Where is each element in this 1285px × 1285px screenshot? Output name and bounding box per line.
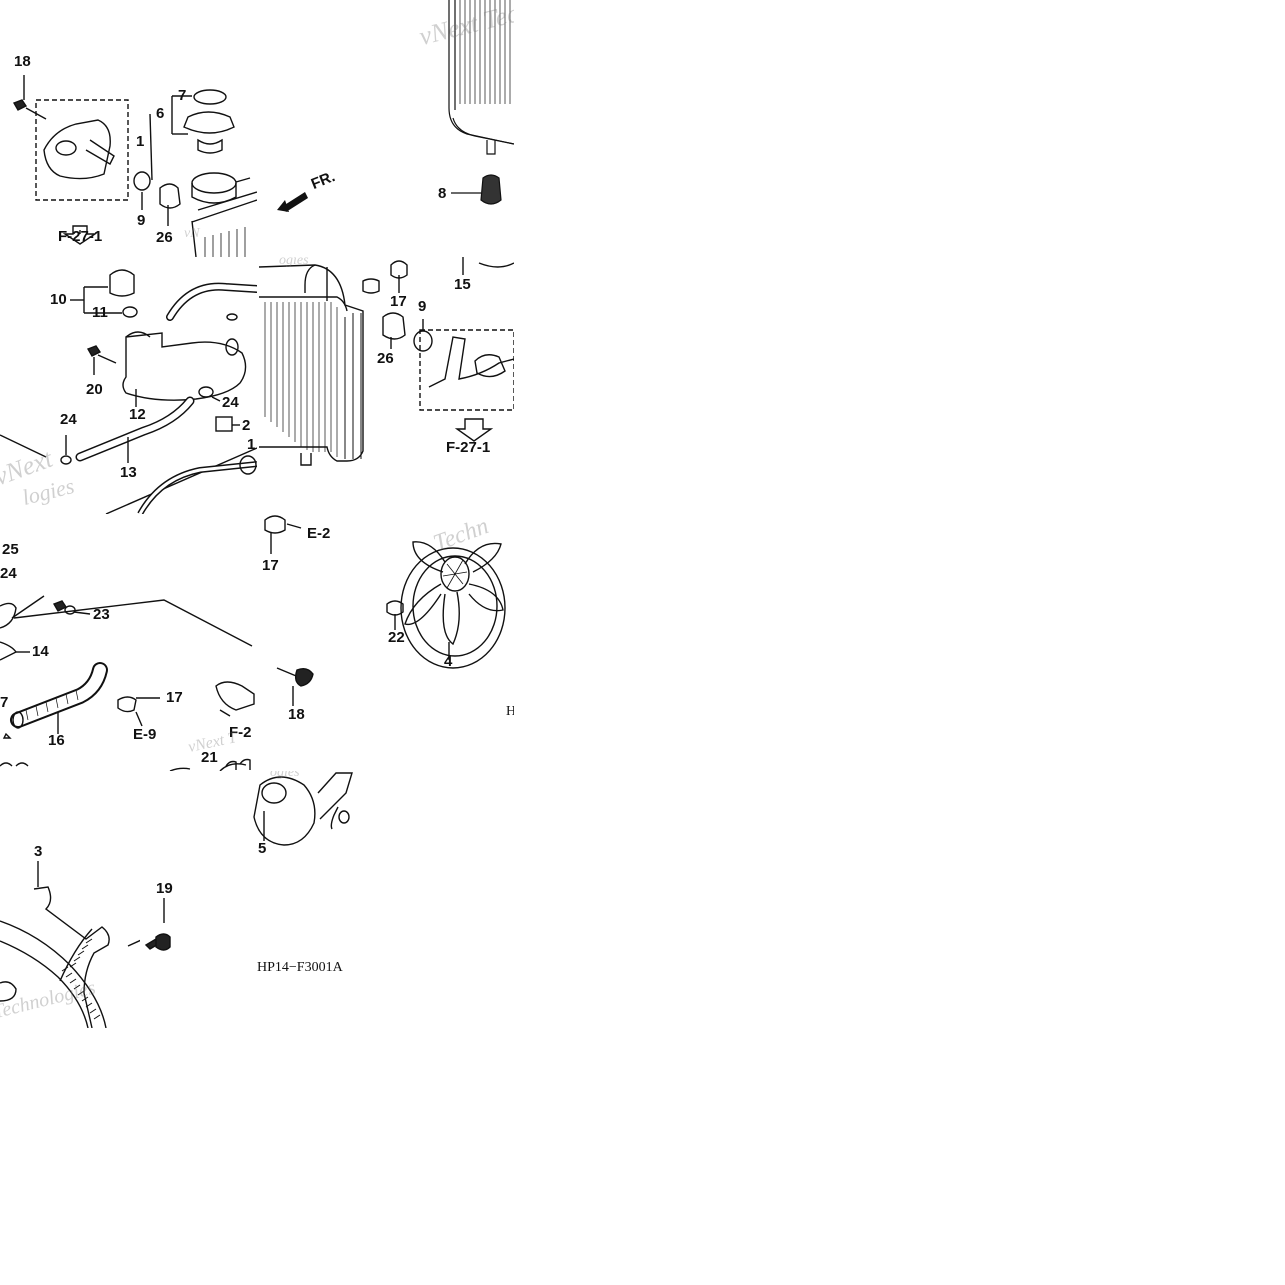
- tile-g-art: [0, 595, 255, 771]
- tile-h-art: [264, 515, 506, 706]
- callout-11: 11: [92, 304, 108, 321]
- tile-a: 18 7 6 1 9 26 F-27-1 vN: [0, 0, 257, 257]
- callout-20: 20: [86, 381, 103, 398]
- callout-14: 14: [32, 643, 49, 660]
- callout-3: 3: [34, 843, 43, 860]
- callout-15: 15: [454, 276, 471, 293]
- callout-7: 7: [178, 87, 187, 104]
- callout-25: 25: [2, 541, 19, 558]
- tile-k: 5 19 HP14−F3001A ogies: [140, 771, 390, 991]
- callout-22: 22: [388, 629, 405, 646]
- callout-18: 18: [14, 53, 31, 70]
- diagram-code-partial: H: [506, 704, 514, 719]
- tile-k-art: [144, 772, 353, 951]
- callout-4: 4: [444, 653, 453, 670]
- section-ref-f2[interactable]: F-2: [229, 724, 252, 741]
- section-ref-f27-1[interactable]: F-27-1: [58, 228, 103, 245]
- callout-21: 21: [201, 749, 218, 766]
- section-ref-f27-1[interactable]: F-27-1: [446, 439, 491, 456]
- callout-17: 17: [262, 557, 279, 574]
- callout-8: 8: [438, 185, 447, 202]
- callout-24: 24: [0, 565, 17, 582]
- callout-5: 5: [258, 840, 267, 857]
- callout-17: 17: [166, 689, 183, 706]
- callout-6: 6: [156, 105, 165, 122]
- callout-16: 16: [48, 732, 65, 749]
- callout-12: 12: [129, 406, 146, 423]
- callout-1-partial: 1: [247, 436, 256, 453]
- tile-b: FR. 8 vNext Technologies: [257, 0, 514, 257]
- tile-g: 25 24 23 14 7 17 16 E-9 F-2 21 vNext T: [0, 514, 257, 771]
- tile-a-art: [12, 75, 257, 257]
- tile-b-art: [277, 0, 514, 212]
- callout-23: 23: [93, 606, 110, 623]
- tile-d: 10 11 20 12 24 24 13 2 1 vNext logies: [0, 257, 257, 514]
- tile-e: 17 15 9 26 F-27-1 ogies: [257, 257, 514, 514]
- callout-10: 10: [50, 291, 67, 308]
- tile-j-art: [0, 861, 140, 1028]
- callout-26: 26: [156, 229, 173, 246]
- callout-9: 9: [137, 212, 146, 229]
- callout-2-partial: 2: [242, 417, 251, 434]
- callout-17: 17: [390, 293, 407, 310]
- tile-h: E-2 17 22 4 18 H Techn: [257, 514, 514, 771]
- callout-19: 19: [156, 880, 173, 897]
- callout-24: 24: [222, 394, 239, 411]
- callout-18: 18: [288, 706, 305, 723]
- callout-24: 24: [60, 411, 77, 428]
- diagram-code: HP14−F3001A: [257, 960, 343, 975]
- tile-e-art: [258, 257, 514, 466]
- callout-13: 13: [120, 464, 137, 481]
- tile-d-art: [0, 269, 257, 514]
- callout-1: 1: [136, 133, 145, 150]
- callout-26: 26: [377, 350, 394, 367]
- callout-9: 9: [418, 298, 427, 315]
- section-ref-e9[interactable]: E-9: [133, 726, 157, 743]
- section-ref-e2[interactable]: E-2: [307, 525, 331, 542]
- tile-j: 3 Technologies: [0, 771, 140, 1028]
- callout-7-partial: 7: [0, 694, 9, 711]
